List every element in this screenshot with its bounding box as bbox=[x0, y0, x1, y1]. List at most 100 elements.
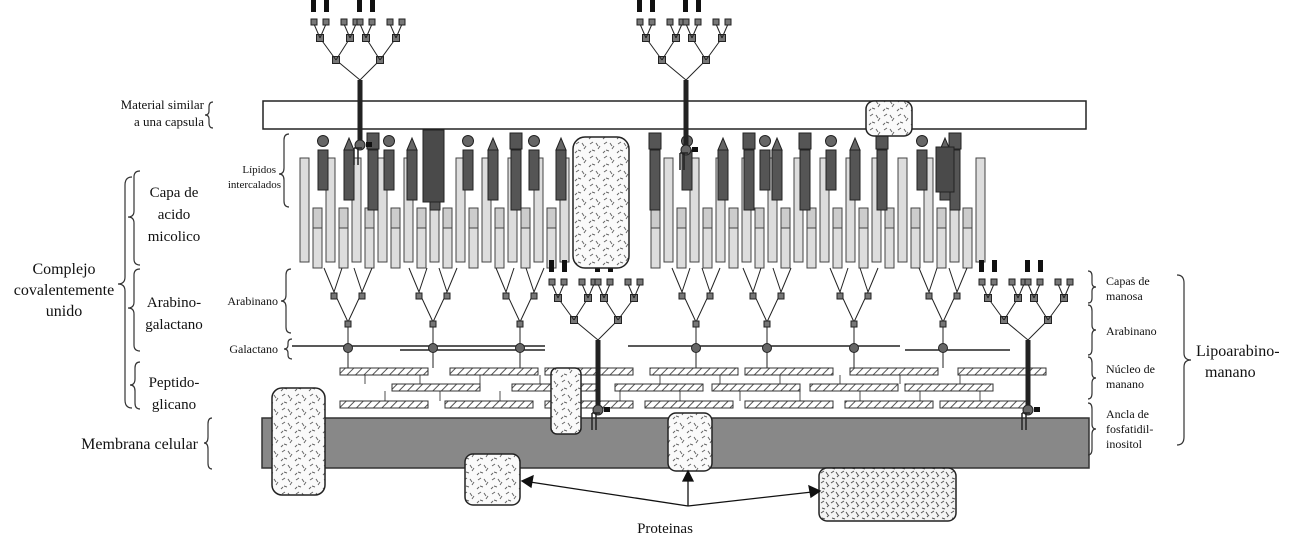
label-mycolic-2: acido bbox=[158, 207, 190, 223]
label-mycolic-1: Capa de bbox=[150, 185, 199, 201]
arabinan-bond bbox=[743, 268, 753, 292]
label-complex-2: covalentemente bbox=[14, 282, 114, 299]
peptidoglycan-strand bbox=[450, 368, 538, 375]
arabinan-bond bbox=[334, 268, 342, 292]
galactose-linker bbox=[344, 344, 353, 353]
lam-phosphate bbox=[692, 147, 698, 152]
lam-mannose bbox=[357, 19, 363, 25]
lam-mannose bbox=[649, 19, 655, 25]
mycolic-acid-chain bbox=[898, 158, 907, 262]
arabinan-bond bbox=[409, 268, 419, 292]
galactose-linker bbox=[692, 344, 701, 353]
lipid-head-circle bbox=[384, 136, 395, 147]
peptidoglycan-strand bbox=[340, 401, 428, 408]
mannose-cap bbox=[370, 0, 375, 12]
arabinose-unit bbox=[359, 293, 365, 299]
mycolic-acid-head bbox=[417, 208, 426, 228]
mycolic-acid-head bbox=[547, 208, 556, 228]
arabinose-unit bbox=[679, 293, 685, 299]
arabinan-bond bbox=[682, 268, 690, 292]
bracket-mannan bbox=[1088, 357, 1096, 399]
mycolic-acid-head bbox=[729, 208, 738, 228]
intercalated-lipid-wide bbox=[423, 130, 444, 202]
lam-mannose bbox=[991, 279, 997, 285]
arabinan-bond bbox=[957, 268, 967, 292]
peptidoglycan-strand bbox=[745, 401, 833, 408]
bracket-arabinan bbox=[281, 269, 291, 333]
arabinan-bond bbox=[919, 268, 929, 292]
protein-bottom-left bbox=[465, 454, 520, 505]
mycolic-acid-chain bbox=[976, 158, 985, 262]
bracket-capsule bbox=[205, 102, 213, 128]
peptidoglycan-strand bbox=[845, 401, 933, 408]
label-mannan-1: Núcleo de bbox=[1106, 362, 1155, 376]
lipid-head-triangle bbox=[556, 138, 566, 150]
bracket-peptidoglycan bbox=[130, 362, 140, 409]
arabinose-unit bbox=[851, 321, 857, 327]
mannose-cap bbox=[1025, 260, 1030, 272]
mycolic-acid-head bbox=[885, 208, 894, 228]
label-lipids-1: Lípidos bbox=[242, 164, 276, 176]
mycolic-acid-head bbox=[703, 208, 712, 228]
label-peptidoglycan-2: glicano bbox=[152, 397, 196, 413]
lipid-head-triangle bbox=[488, 138, 498, 150]
lam-mannose bbox=[399, 19, 405, 25]
mannose-cap bbox=[650, 0, 655, 12]
mannose-cap bbox=[979, 260, 984, 272]
bracket-membrane bbox=[204, 418, 212, 469]
label-complex-1: Complejo bbox=[32, 261, 95, 278]
label-complex-3: unido bbox=[46, 303, 82, 320]
galactose-linker bbox=[850, 344, 859, 353]
mycolic-acid-head bbox=[495, 208, 504, 228]
label-anchor-1: Ancla de bbox=[1106, 407, 1149, 421]
arabinose-unit bbox=[865, 293, 871, 299]
label-mannan-2: manano bbox=[1106, 377, 1144, 391]
bracket-lipids bbox=[279, 134, 289, 207]
label-galactan: Galactano bbox=[229, 342, 278, 356]
lam-mannose bbox=[713, 19, 719, 25]
arabinose-unit bbox=[940, 321, 946, 327]
lipid-head-triangle bbox=[718, 138, 728, 150]
bracket-lam bbox=[1177, 275, 1191, 445]
peptidoglycan-strand bbox=[745, 368, 833, 375]
mycolic-acid-head bbox=[651, 208, 660, 228]
bracket-galactan bbox=[284, 339, 292, 359]
galactose-linker bbox=[429, 344, 438, 353]
mycolic-acid-head bbox=[365, 208, 374, 228]
lam-mannose bbox=[667, 19, 673, 25]
arabinose-unit bbox=[693, 321, 699, 327]
arabinan-bond bbox=[439, 268, 447, 292]
intercalated-lipid bbox=[488, 150, 498, 200]
intercalated-lipid bbox=[344, 150, 354, 200]
mycolic-acid-head bbox=[911, 208, 920, 228]
intercalated-lipid bbox=[744, 150, 754, 210]
arabinan-bond bbox=[362, 268, 372, 292]
intercalated-lipid bbox=[511, 150, 521, 210]
arabinose-unit bbox=[531, 293, 537, 299]
galactan-chains bbox=[292, 344, 1010, 369]
protein-bottom-right bbox=[819, 468, 956, 521]
arabinose-unit bbox=[750, 293, 756, 299]
galactose-linker bbox=[939, 344, 948, 353]
protein-mycolic bbox=[573, 137, 629, 268]
lam-mannose bbox=[637, 19, 643, 25]
label-mannose-2: manosa bbox=[1106, 289, 1143, 303]
mycolic-acid-head bbox=[807, 208, 816, 228]
arabinan-bond bbox=[860, 268, 868, 292]
label-lipids-2: intercalados bbox=[228, 179, 281, 191]
arabinan-bond bbox=[702, 268, 710, 292]
mannose-cap bbox=[637, 0, 642, 12]
lam-phosphate bbox=[1034, 407, 1040, 412]
arabinan-bond bbox=[868, 268, 878, 292]
intercalated-lipid-wide bbox=[936, 147, 954, 192]
arabinan-bond bbox=[447, 268, 457, 292]
label-anchor-3: inositol bbox=[1106, 437, 1143, 451]
intercalated-lipid bbox=[760, 150, 770, 190]
arabinose-unit bbox=[837, 293, 843, 299]
lam-mannose bbox=[1025, 279, 1031, 285]
arabinan-bond bbox=[506, 268, 514, 292]
arabinan-bond bbox=[773, 268, 781, 292]
lam-mannose bbox=[695, 19, 701, 25]
label-membrane: Membrana celular bbox=[81, 436, 199, 453]
